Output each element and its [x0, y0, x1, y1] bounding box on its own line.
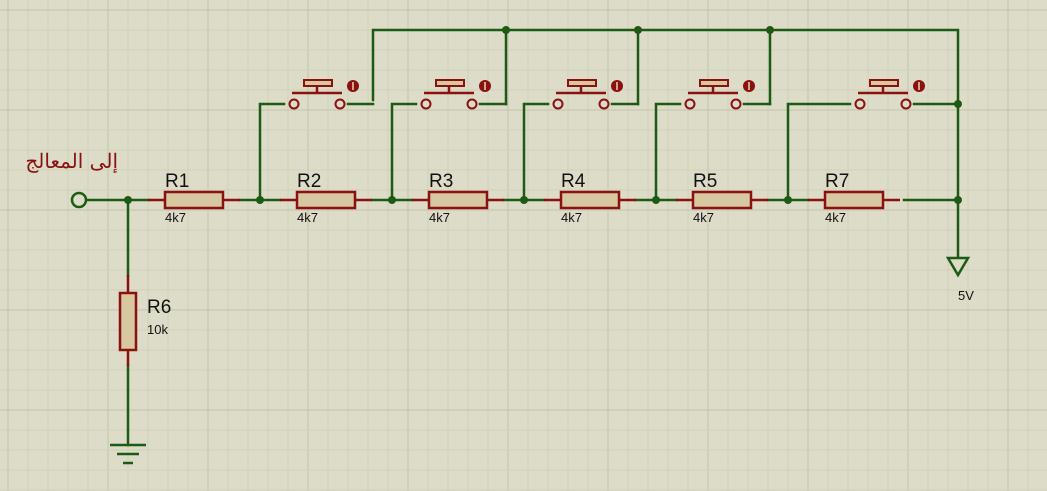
switch-contact [854, 98, 866, 110]
supply-5v-symbol [945, 256, 971, 278]
resistor-body[interactable] [823, 190, 885, 210]
ground-symbol [110, 443, 146, 465]
pushbuttons [288, 79, 926, 110]
wire-sw3-left [522, 102, 550, 202]
wire-sw5-left [786, 102, 852, 202]
switch-contact [684, 98, 696, 110]
junction-dot [634, 26, 642, 34]
pushbutton-4[interactable] [684, 79, 756, 110]
resistor-name: R5 [693, 171, 717, 192]
resistor-name: R2 [297, 171, 321, 192]
resistor-chain: R1 4k7 R2 4k7 R3 4k7 R4 4k7 R5 4k7 R7 4k7 [148, 171, 900, 225]
wire-sw2-left [390, 102, 418, 202]
resistor-name: R7 [825, 171, 849, 192]
switch-contact [552, 98, 564, 110]
junctions [124, 26, 962, 204]
switch-cap [303, 79, 333, 87]
resistor-body[interactable] [691, 190, 753, 210]
pushbutton-1[interactable] [288, 79, 360, 110]
wire-sw1-left [258, 102, 286, 202]
resistor-r3: R3 4k7 [412, 171, 504, 225]
switch-contact [420, 98, 432, 110]
wire-sw4-left [654, 102, 682, 202]
resistor-body[interactable] [559, 190, 621, 210]
resistor-name: R3 [429, 171, 453, 192]
switch-contact [466, 98, 478, 110]
wires [84, 28, 960, 447]
resistor-body[interactable] [427, 190, 489, 210]
resistor-r1: R1 4k7 [148, 171, 240, 225]
resistor-value: 4k7 [825, 210, 846, 225]
resistor-body[interactable] [295, 190, 357, 210]
resistor-r6-value: 10k [147, 322, 168, 337]
switch-contact [730, 98, 742, 110]
resistor-name: R4 [561, 171, 586, 192]
resistor-value: 4k7 [693, 210, 714, 225]
input-label: إلى المعالج [25, 149, 118, 174]
pushbutton-2[interactable] [420, 79, 492, 110]
switch-contact [900, 98, 912, 110]
pushbutton-3[interactable] [552, 79, 624, 110]
resistor-r5: R5 4k7 [676, 171, 768, 225]
resistor-value: 4k7 [561, 210, 582, 225]
resistor-r4: R4 4k7 [544, 171, 636, 225]
junction-dot [388, 196, 396, 204]
resistor-value: 4k7 [165, 210, 186, 225]
wire-top-bus [371, 28, 960, 260]
resistor-r2: R2 4k7 [280, 171, 372, 225]
switch-cap [699, 79, 729, 87]
switch-cap [567, 79, 597, 87]
switch-cap [869, 79, 899, 87]
supply-5v-label: 5V [958, 288, 974, 303]
switch-contact [334, 98, 346, 110]
junction-dot [502, 26, 510, 34]
junction-dot [520, 196, 528, 204]
resistor-r6: R6 10k [118, 275, 171, 366]
switch-cap [435, 79, 465, 87]
junction-dot [954, 100, 962, 108]
switch-contact [598, 98, 610, 110]
input-terminal[interactable] [70, 191, 88, 209]
resistor-r6-name: R6 [147, 297, 171, 318]
resistor-r6-body[interactable] [118, 291, 138, 352]
resistor-body[interactable] [163, 190, 225, 210]
resistor-r7: R7 4k7 [808, 171, 900, 225]
junction-dot [784, 196, 792, 204]
resistor-value: 4k7 [429, 210, 450, 225]
switch-contact [288, 98, 300, 110]
junction-dot [256, 196, 264, 204]
pushbutton-5[interactable] [854, 79, 926, 110]
junction-dot [652, 196, 660, 204]
junction-dot [124, 196, 132, 204]
resistor-value: 4k7 [297, 210, 318, 225]
junction-dot [766, 26, 774, 34]
junction-dot [954, 196, 962, 204]
resistor-name: R1 [165, 171, 189, 192]
